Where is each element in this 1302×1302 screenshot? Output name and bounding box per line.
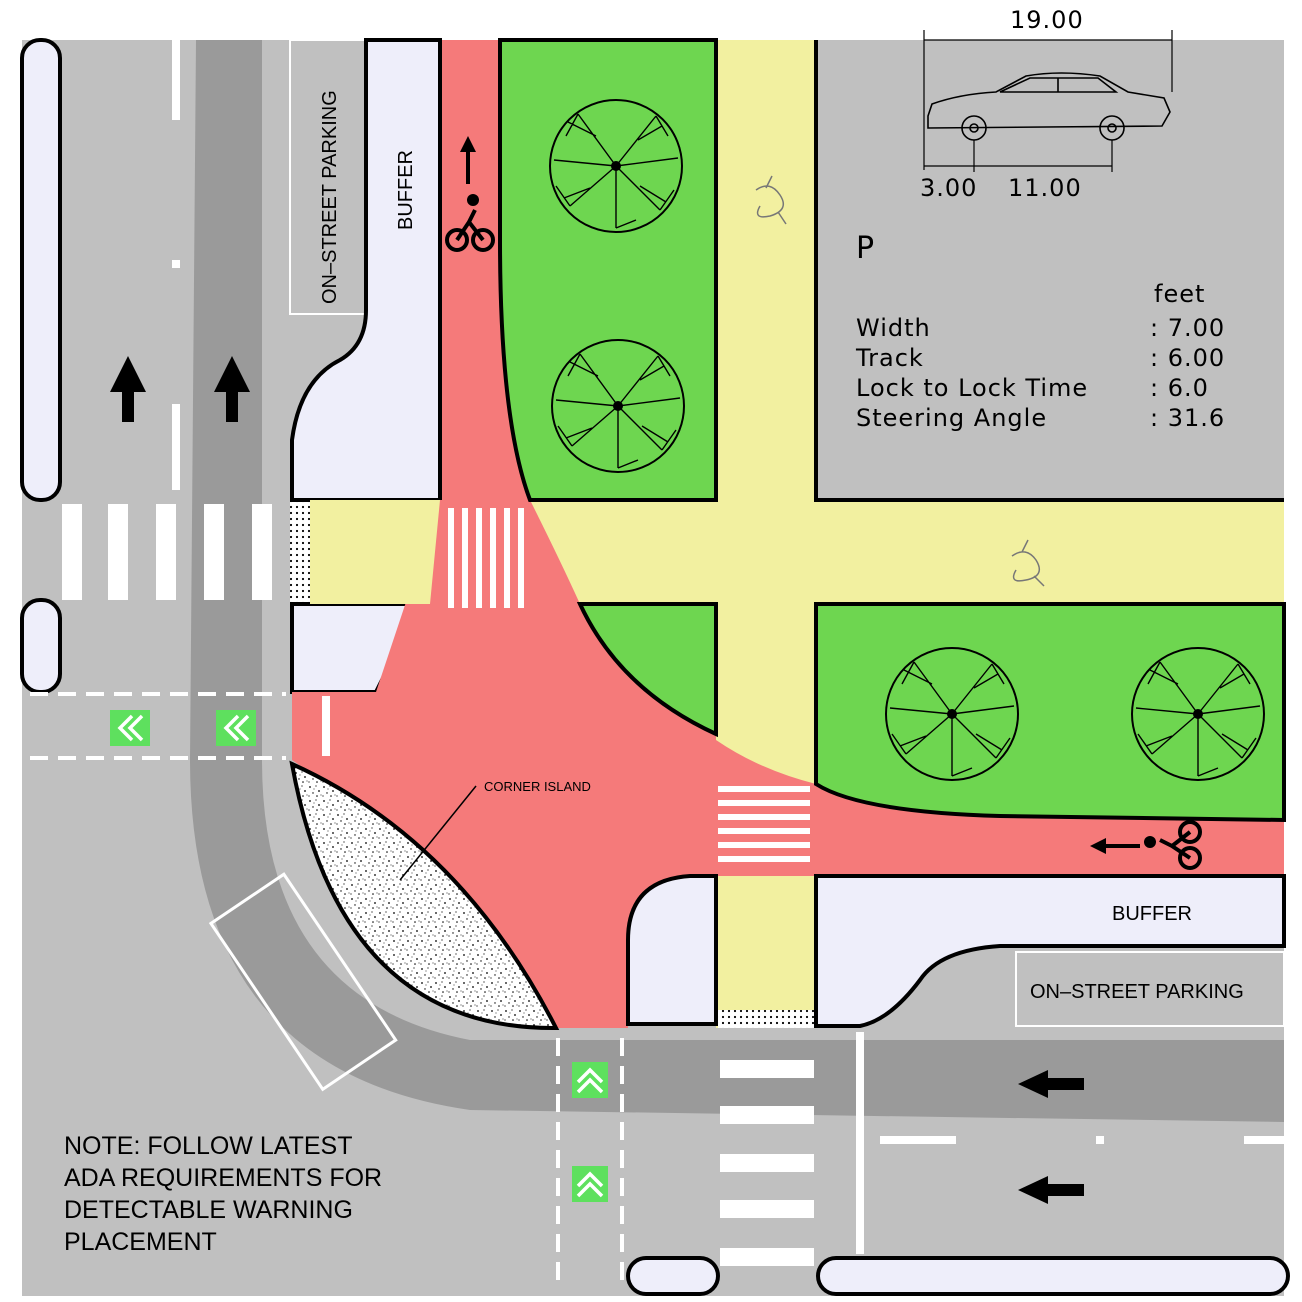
chevron-icon-2 [214, 708, 258, 748]
parking-east-label: ON–STREET PARKING [1030, 981, 1244, 1003]
buffer-north [290, 38, 442, 502]
parking-east [1015, 951, 1285, 1027]
detectable-warning-west [290, 502, 310, 602]
arrow-icon-west-1 [1018, 1070, 1084, 1098]
vehicle-units-label: feet [1154, 280, 1205, 308]
bike-lane [292, 40, 1284, 1028]
spec-label-steering: Steering Angle [856, 404, 1047, 432]
spec-value-lock: : 6.0 [1150, 374, 1209, 402]
corner-island-label: CORNER ISLAND [484, 779, 591, 794]
vehicle-wheelbase-label: 11.00 [1008, 174, 1082, 202]
arrow-icon-north-1 [110, 356, 146, 422]
bicycle-icon-north [445, 136, 495, 252]
detectable-warning-south [718, 1010, 814, 1028]
spec-value-width: : 7.00 [1150, 314, 1225, 342]
curb-south-2 [816, 1256, 1290, 1296]
crosswalk-west [62, 504, 272, 600]
parking-north-label: ON–STREET PARKING [319, 90, 341, 304]
chevron-icon-3 [570, 1060, 610, 1100]
pedestrian-icon-north [755, 175, 787, 225]
bicycle-icon-east [1090, 820, 1202, 870]
planting-north [498, 38, 718, 502]
vehicle-overhang-label: 3.00 [920, 174, 977, 202]
parking-box-angled [208, 872, 398, 1092]
planting-east [814, 602, 1286, 823]
vehicle-length-label: 19.00 [1010, 6, 1084, 34]
note-line-2: ADA REQUIREMENTS FOR [64, 1164, 382, 1192]
bike-crossing-west-dashes [30, 692, 624, 1290]
note-line-4: PLACEMENT [64, 1228, 217, 1256]
bike-crossing-east [718, 786, 810, 862]
note-line-3: DETECTABLE WARNING [64, 1196, 353, 1224]
planting-center [576, 602, 718, 738]
pedestrian-icon-east [1011, 539, 1045, 587]
buffer-east [814, 874, 1286, 1028]
crosswalk-south [720, 1060, 814, 1266]
median-west [20, 598, 62, 694]
spec-label-track: Track [855, 344, 924, 372]
dimension-lines [923, 30, 1173, 172]
vehicle-type-label: P [856, 231, 875, 266]
buffer-southeast-corner [626, 874, 718, 1026]
buffer-north-label: BUFFER [395, 150, 417, 230]
arrow-icon-north-2 [214, 356, 250, 422]
chevron-icon-1 [108, 708, 152, 748]
corner-island [289, 760, 560, 1031]
curb-south-1 [626, 1256, 720, 1296]
bike-crossing-north [448, 508, 524, 608]
spec-label-lock: Lock to Lock Time [856, 374, 1088, 402]
buffer-east-label: BUFFER [1112, 903, 1192, 925]
parking-north [289, 39, 367, 315]
spec-value-track: : 6.00 [1150, 344, 1225, 372]
spec-label-width: Width [856, 314, 931, 342]
spec-value-steering: : 31.6 [1150, 404, 1225, 432]
median-north [20, 38, 62, 502]
note-line-1: NOTE: FOLLOW LATEST [64, 1132, 352, 1160]
arrow-icon-west-2 [1018, 1176, 1084, 1204]
chevron-icon-4 [570, 1164, 610, 1204]
turn-lane-dark [190, 40, 1284, 1122]
lane-lines [172, 40, 1284, 1254]
